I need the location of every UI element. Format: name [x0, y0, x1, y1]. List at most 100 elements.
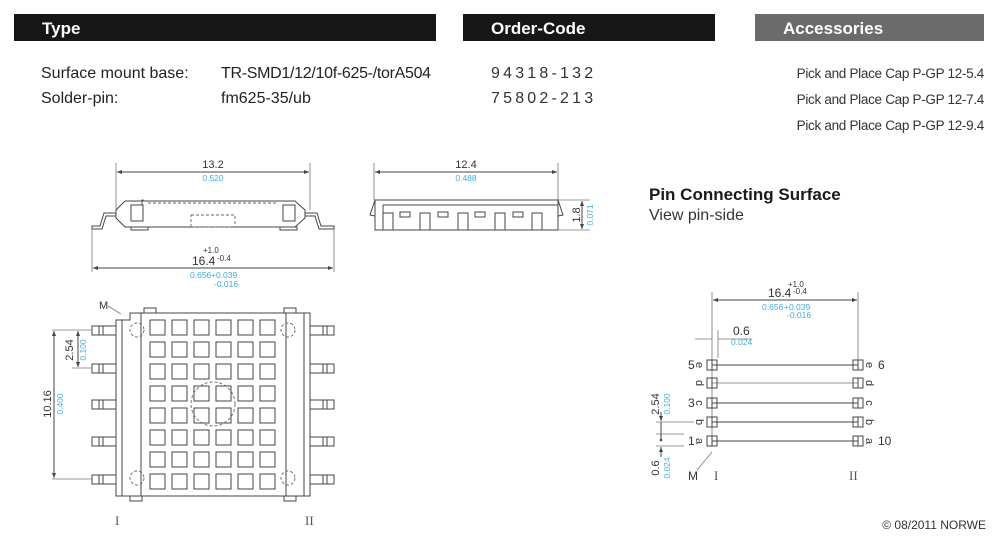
- top-row-right-label: II: [305, 513, 314, 528]
- accessory-item: Pick and Place Cap P-GP 12-9.4: [796, 118, 985, 133]
- front-pin: [494, 212, 506, 231]
- contact-square: [215, 385, 232, 402]
- contact-square: [193, 363, 210, 380]
- contact-square: [149, 363, 166, 380]
- pin-span-in-tol-minus: -0.016: [787, 310, 811, 320]
- contact-square: [149, 341, 166, 358]
- pin-span-in-tol-plus: +0.039: [784, 302, 811, 312]
- side-bottom-in-tol-plus: +0.039: [211, 270, 238, 280]
- pin-number-right: 10: [878, 434, 892, 448]
- contact-square: [259, 473, 276, 490]
- front-width-mm: 12.4: [455, 159, 476, 171]
- side-bottom-in-tol-minus: -0.016: [214, 279, 238, 289]
- top-view-drawing: M 2.54 0.100 10.16 0.400 I II: [42, 300, 335, 528]
- contact-square: [237, 407, 254, 424]
- side-view-drawing: 13.2 0.520 +1.0 16.4 -0.4 0.656 +0.039 -…: [91, 159, 335, 289]
- accessory-item: Pick and Place Cap P-GP 12-7.4: [796, 92, 985, 107]
- pin-pitch-in: 0.100: [662, 393, 672, 415]
- pin-letter-left: a: [693, 438, 705, 445]
- front-slot: [512, 211, 524, 218]
- pin-pitch-mm: 2.54: [650, 393, 662, 414]
- front-width-in: 0.488: [455, 173, 477, 183]
- type-header: Type: [14, 14, 436, 41]
- pin-letter-right: e: [863, 362, 875, 368]
- contact-square: [215, 341, 232, 358]
- pin-surface-title: Pin Connecting Surface: [649, 185, 841, 204]
- contact-square: [215, 451, 232, 468]
- contact-square: [171, 319, 188, 336]
- front-slot: [474, 211, 486, 218]
- pin-left: [91, 363, 117, 374]
- top-pitch-mm: 2.54: [64, 339, 76, 360]
- pin-pad-mm: 0.6: [733, 324, 750, 338]
- contact-square: [215, 407, 232, 424]
- pin-pad-in: 0.024: [731, 337, 753, 347]
- contact-square: [215, 363, 232, 380]
- top-view-marker: M: [99, 300, 108, 312]
- contact-square: [193, 429, 210, 446]
- pin-letter-right: c: [863, 400, 875, 406]
- pin-letter-right: d: [863, 380, 875, 386]
- contact-square: [215, 429, 232, 446]
- contact-square: [237, 429, 254, 446]
- contact-square: [171, 341, 188, 358]
- pin-row-right-label: II: [849, 468, 858, 483]
- accessories-header: Accessories: [755, 14, 984, 41]
- side-bottom-dim-in: 0.656: [190, 270, 212, 280]
- contact-square: [193, 473, 210, 490]
- front-slot: [437, 211, 449, 218]
- pin-offset-in: 0.024: [662, 457, 672, 479]
- pin-offset-mm: 0.6: [650, 460, 662, 475]
- contact-square: [259, 429, 276, 446]
- contact-square: [193, 407, 210, 424]
- side-bottom-tol-minus: -0.4: [217, 254, 231, 263]
- contact-square: [171, 429, 188, 446]
- contact-square: [215, 473, 232, 490]
- front-pin: [531, 212, 543, 231]
- contact-square: [193, 341, 210, 358]
- contact-square: [259, 385, 276, 402]
- front-pin: [457, 212, 469, 231]
- contact-square: [193, 319, 210, 336]
- type-value-surface-mount: TR-SMD1/12/10f-625-/torA504: [221, 65, 431, 82]
- type-label-surface-mount: Surface mount base:: [41, 65, 189, 82]
- contact-square: [171, 363, 188, 380]
- contact-square: [237, 385, 254, 402]
- front-height-mm: 1.8: [571, 207, 583, 222]
- pin-letter-right: a: [863, 438, 875, 445]
- contact-square: [171, 407, 188, 424]
- pin-row-left-label: I: [714, 468, 718, 483]
- pin-number-left: 1: [688, 434, 695, 448]
- pin-letter-right: b: [863, 419, 875, 425]
- top-span-mm: 10.16: [42, 390, 54, 418]
- front-height-in: 0.071: [585, 204, 595, 226]
- contact-square: [215, 319, 232, 336]
- side-top-dim-mm: 13.2: [202, 159, 223, 171]
- contact-square: [193, 385, 210, 402]
- contact-square: [171, 385, 188, 402]
- contact-square: [149, 385, 166, 402]
- pin-number-right: 6: [878, 358, 885, 372]
- top-row-left-label: I: [115, 513, 119, 528]
- accessory-item: Pick and Place Cap P-GP 12-5.4: [796, 66, 985, 81]
- type-value-solder-pin: fm625-35/ub: [221, 90, 311, 107]
- pin-right: [309, 363, 335, 374]
- pin-surface-subtitle: View pin-side: [649, 207, 744, 224]
- side-top-dim-in: 0.520: [202, 173, 224, 183]
- contact-square: [149, 451, 166, 468]
- order-code-solder-pin: 75802-213: [491, 90, 597, 107]
- top-pitch-in: 0.100: [78, 339, 88, 361]
- contact-square: [149, 473, 166, 490]
- order-code-header: Order-Code: [463, 14, 715, 41]
- contact-square: [259, 407, 276, 424]
- contact-square: [237, 319, 254, 336]
- pin-diagram: +1.0 16.4 -0.4 0.656 +0.039 -0.016 0.6 0…: [650, 280, 892, 483]
- pin-left: [91, 436, 117, 447]
- front-pin: [419, 212, 431, 231]
- type-label-solder-pin: Solder-pin:: [41, 90, 119, 107]
- pin-number-left: 5: [688, 358, 695, 372]
- pin-left: [91, 474, 117, 485]
- front-view-drawing: 12.4 0.488 1.8 0.071: [369, 159, 595, 231]
- pin-right: [309, 436, 335, 447]
